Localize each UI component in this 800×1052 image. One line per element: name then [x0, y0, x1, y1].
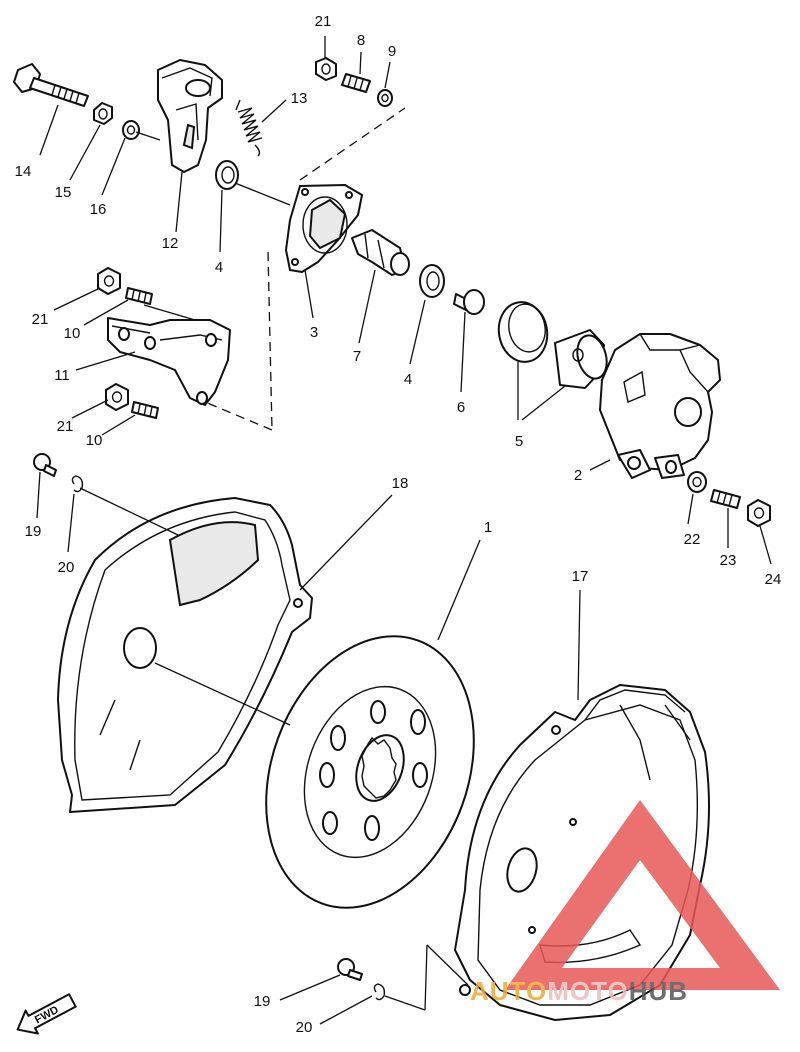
nut-part-15: [93, 102, 113, 125]
callout-13: 13: [291, 90, 308, 107]
callout-11: 11: [54, 367, 70, 384]
bolt-part-23: [710, 489, 741, 509]
nut-part-21-low: [105, 383, 129, 411]
bolt-part-10-lower: [131, 401, 159, 419]
callout-6: 6: [457, 399, 465, 416]
spring-part-13: [235, 99, 263, 157]
callout-21-low: 21: [57, 418, 74, 435]
bracket-part-11: [107, 317, 231, 406]
bolt-part-10-upper: [125, 287, 153, 305]
nut-part-21-top: [315, 57, 337, 81]
callout-16: 16: [90, 201, 107, 218]
caliper-body-part-2: [599, 333, 721, 479]
fwd-arrow: FWD: [16, 993, 77, 1035]
callout-20-upper: 20: [58, 559, 75, 576]
callout-5: 5: [515, 433, 523, 450]
callout-19-lower: 19: [254, 993, 271, 1010]
callout-23: 23: [720, 552, 737, 569]
callout-21-top: 21: [315, 13, 332, 30]
svg-text:AUTOMOTOHUB: AUTOMOTOHUB: [470, 976, 688, 1006]
watermark-text-auto: AUTO: [470, 976, 547, 1006]
lever-part-12: [157, 59, 223, 173]
watermark-text-moto: MOTO: [547, 976, 629, 1006]
washer-part-16: [122, 120, 140, 140]
back-plate-part-18: [57, 497, 313, 813]
callout-17: 17: [572, 568, 589, 585]
bolt-part-8: [341, 73, 371, 93]
callout-19-upper: 19: [25, 523, 42, 540]
callout-12: 12: [162, 235, 179, 252]
leader-lines: [36, 36, 772, 1025]
center-lines: [204, 107, 406, 431]
clip-part-20-upper: [71, 475, 84, 493]
callout-24: 24: [765, 571, 782, 588]
nut-part-24: [747, 499, 771, 527]
callout-7: 7: [353, 348, 361, 365]
callout-8: 8: [357, 32, 365, 49]
pistons-part-5: [497, 301, 608, 389]
watermark-triangle-icon: [505, 800, 780, 990]
watermark-logo: AUTOMOTOHUB: [470, 800, 780, 1006]
bolt-part-14: [13, 63, 89, 107]
callout-15: 15: [55, 184, 72, 201]
seal-part-4-upper: [215, 160, 239, 190]
callout-20-lower: 20: [296, 1019, 313, 1036]
callout-21-mid: 21: [32, 311, 49, 328]
callout-2: 2: [574, 467, 582, 484]
callout-4-upper: 4: [215, 259, 223, 276]
callout-1: 1: [484, 519, 492, 536]
clip-part-20-lower: [373, 983, 386, 1001]
callout-22: 22: [684, 531, 701, 548]
pin-part-6: [453, 289, 485, 315]
washer-part-22: [687, 471, 707, 493]
washer-part-9: [377, 89, 393, 107]
screw-part-19-upper: [33, 453, 57, 477]
callout-14: 14: [15, 163, 32, 180]
housing-part-3: [285, 184, 363, 273]
callout-18: 18: [392, 475, 409, 492]
callout-3: 3: [310, 324, 318, 341]
nut-part-21-mid: [97, 267, 121, 295]
seal-part-4-lower: [419, 264, 445, 298]
watermark-text-hub: HUB: [629, 976, 688, 1006]
brake-disc-part-1: [265, 635, 475, 909]
callout-9: 9: [388, 43, 396, 60]
callout-labels: 1 2 3 4 4 5 6 7 8 9 10 10 11 12 13 14 15…: [15, 13, 782, 1036]
callout-10-lower: 10: [86, 432, 103, 449]
callout-4-lower: 4: [404, 371, 412, 388]
front-cover-part-17: [454, 684, 710, 1021]
callout-10-upper: 10: [64, 325, 81, 342]
screw-part-19-lower: [337, 958, 363, 981]
adjuster-shaft-part-7: [351, 229, 410, 276]
